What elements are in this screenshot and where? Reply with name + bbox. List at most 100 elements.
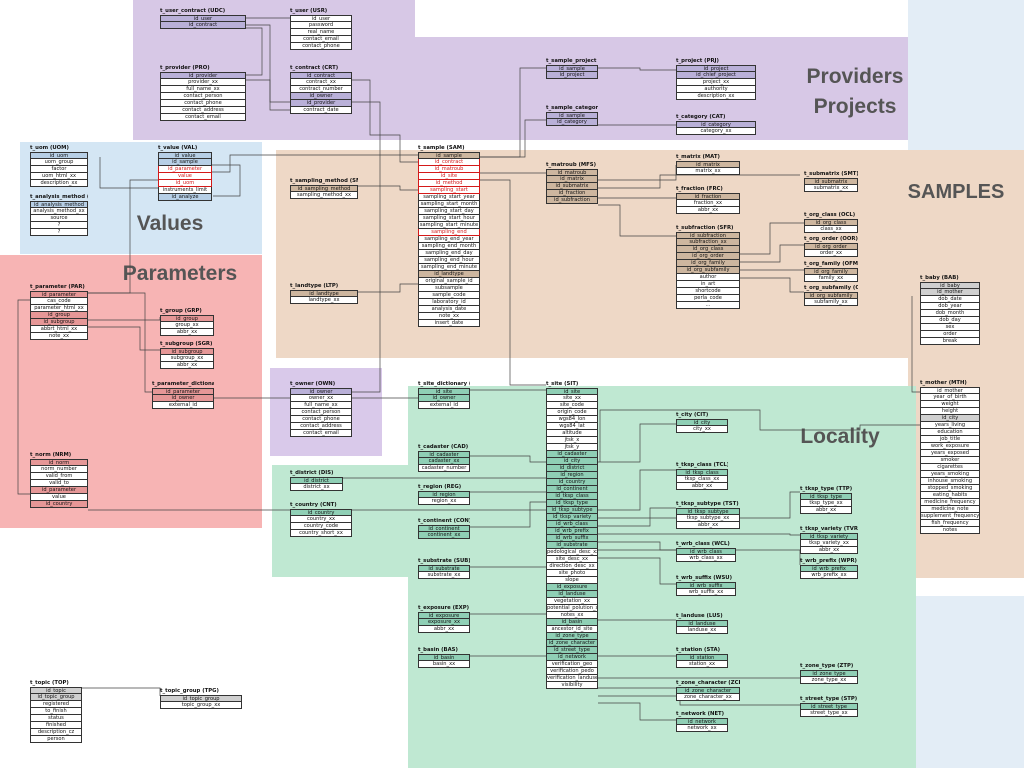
table-column: id_zone_type [800, 670, 858, 677]
table-column: provider_xx [160, 79, 246, 86]
table-title: t_contract (CRT) [290, 65, 339, 71]
table-column: id_sample [418, 152, 480, 159]
table-title: t_district (DIS) [290, 470, 334, 476]
table-column: id_basin [546, 619, 598, 626]
table-column: tksp_class_xx [676, 476, 728, 483]
table-column: id_chief_project [676, 72, 756, 79]
table-column: id_parameter [30, 291, 88, 298]
table-column: insert_date [418, 320, 480, 327]
table-column: ? [30, 222, 88, 229]
table-column: wgs84_lon [546, 416, 598, 423]
table-column: sampling_start_minute [418, 222, 480, 229]
table-column: dob_year [920, 303, 980, 310]
table-column: zone_type_xx [800, 677, 858, 684]
table-title: t_substrate (SUB) [418, 558, 470, 564]
table-column: id_city [920, 415, 980, 422]
table-column: id_org_family [676, 260, 740, 267]
table-column: country_xx [290, 516, 352, 523]
table-column: analysis_date [418, 306, 480, 313]
table-column: id_method [418, 180, 480, 187]
table-title: t_uom (UOM) [30, 145, 69, 151]
table-title: t_norm (NRM) [30, 452, 72, 458]
table-title: t_org_subfamily (OSF) [804, 285, 858, 291]
table-column: inhouse_smoking [920, 478, 980, 485]
table-column: id_subfraction [676, 232, 740, 239]
table-column: abbr_xx [676, 522, 740, 529]
table-column: abbr_xx [676, 483, 728, 490]
table-column: status [30, 715, 82, 722]
table-column: uom_html_xx [30, 173, 88, 180]
table-title: t_sample_project (SPR) [546, 58, 598, 64]
table-column: verification_landuse [546, 675, 598, 682]
table-column: sampling_method_xx [290, 192, 358, 199]
table-column: topic_group_xx [160, 702, 242, 709]
table-column: description_xx [30, 180, 88, 187]
table-column: contact_address [160, 107, 246, 114]
table-column: uom_group [30, 159, 88, 166]
table-column: country_code [290, 523, 352, 530]
table-column: id_org_family [804, 268, 858, 275]
table-column: authority [676, 86, 756, 93]
table-column: education [920, 429, 980, 436]
table-column: id_wrb_suffix [676, 582, 736, 589]
table-column: country_short_xx [290, 530, 352, 537]
table-column: abbr_xx [800, 507, 852, 514]
table-title: t_station (STA) [676, 647, 720, 653]
table-column: id_continent [418, 525, 470, 532]
table-column: sampling_end [418, 229, 480, 236]
table-title: t_owner (OWN) [290, 381, 336, 387]
table-title: t_org_class (OCL) [804, 212, 856, 218]
table-column: stopped_smoking [920, 485, 980, 492]
table-column: id_landtype [290, 290, 358, 297]
table-column: id_city [676, 419, 728, 426]
table-column: contact_email [290, 36, 352, 43]
table-column: fish_frequency [920, 520, 980, 527]
table-column: sampling_end_year [418, 236, 480, 243]
table-column: note_xx [418, 313, 480, 320]
table-column: ancestor_id_site [546, 626, 598, 633]
table-column: sampling_end_day [418, 250, 480, 257]
table-column: break [920, 338, 980, 345]
table-column: id_cadaster [418, 451, 470, 458]
table-title: t_region (REG) [418, 484, 462, 490]
table-column: external_id [152, 402, 214, 409]
table-column: slope [546, 577, 598, 584]
table-column: id_wrb_suffix [546, 535, 598, 542]
table-column: id_tksp_class [676, 469, 728, 476]
table-column: note_xx [30, 333, 88, 340]
table-title: t_basin (BAS) [418, 647, 458, 653]
table-column: landuse_xx [676, 627, 728, 634]
table-column: external_id [418, 402, 470, 409]
table-column: matrix_xx [676, 168, 740, 175]
table-column: value [158, 173, 212, 180]
table-column: id_tksp_subtype [546, 507, 598, 514]
table-column: id_matroub [418, 166, 480, 173]
table-column: full_name_xx [290, 402, 352, 409]
table-column: wrb_suffix_xx [676, 589, 736, 596]
table-column: id_contract [418, 159, 480, 166]
table-column: vegetation_xx [546, 598, 598, 605]
table-column: id_matroub [546, 169, 598, 176]
table-title: t_cadaster (CAD) [418, 444, 469, 450]
table-column: original_sample_id [418, 278, 480, 285]
table-column: id_country [546, 479, 598, 486]
table-title: t_topic (TOP) [30, 680, 69, 686]
table-column: id_cadaster [546, 451, 598, 458]
table-column: id_norm [30, 459, 88, 466]
table-title: t_sampling_method (SMT) [290, 178, 358, 184]
table-column: fraction_xx [676, 200, 740, 207]
table-title: t_matroub (MFS) [546, 162, 597, 168]
